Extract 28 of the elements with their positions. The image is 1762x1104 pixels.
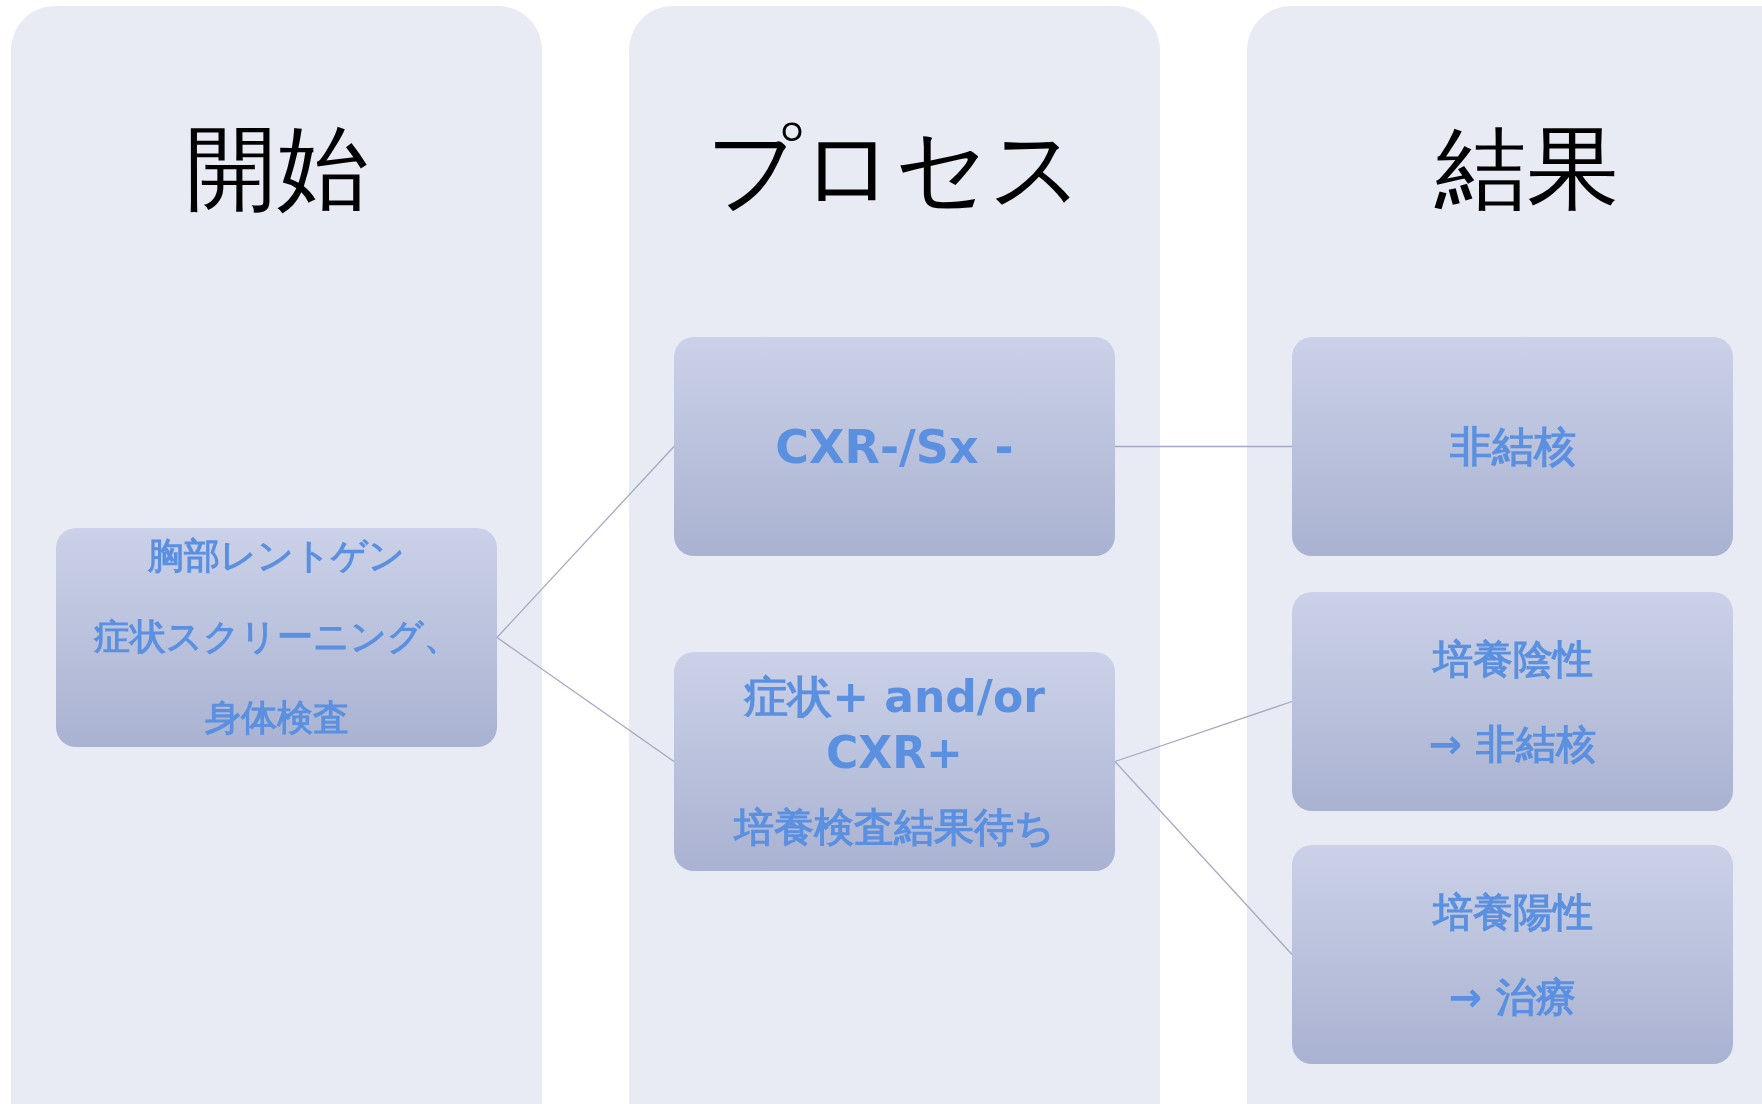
box-label: 培養陽性 [1432, 887, 1593, 937]
connector-line [1114, 760, 1293, 956]
box-label: → 非結核 [1428, 719, 1597, 769]
process-box [56, 528, 497, 747]
column-heading: 結果 [1433, 118, 1620, 220]
column-panel [629, 6, 1160, 1104]
box-label: 培養検査結果待ち [734, 803, 1055, 852]
box-label: 身体検査 [204, 696, 349, 740]
box-label: 症状スクリーニング、 [93, 615, 460, 659]
process-box [1292, 845, 1733, 1064]
box-label: 培養陰性 [1432, 634, 1593, 684]
box-label: 症状+ and/or CXR+ [742, 670, 1046, 778]
box-label: 胸部レントゲン [148, 534, 405, 578]
process-box [1292, 592, 1733, 811]
column-panel [11, 6, 542, 1104]
box-label: → 治療 [1448, 972, 1577, 1022]
connector-line [496, 445, 675, 639]
connector-line [1114, 445, 1293, 448]
column-heading: 開始 [183, 118, 370, 220]
column-panel [1247, 6, 1762, 1104]
process-box [674, 337, 1115, 556]
connector-line [1114, 700, 1293, 763]
process-box [1292, 337, 1733, 556]
process-box [674, 652, 1115, 871]
column-heading: プロセス [705, 118, 1084, 220]
connector-line [496, 636, 675, 763]
box-label: CXR-/Sx - [775, 419, 1014, 474]
box-label: 非結核 [1449, 420, 1576, 473]
